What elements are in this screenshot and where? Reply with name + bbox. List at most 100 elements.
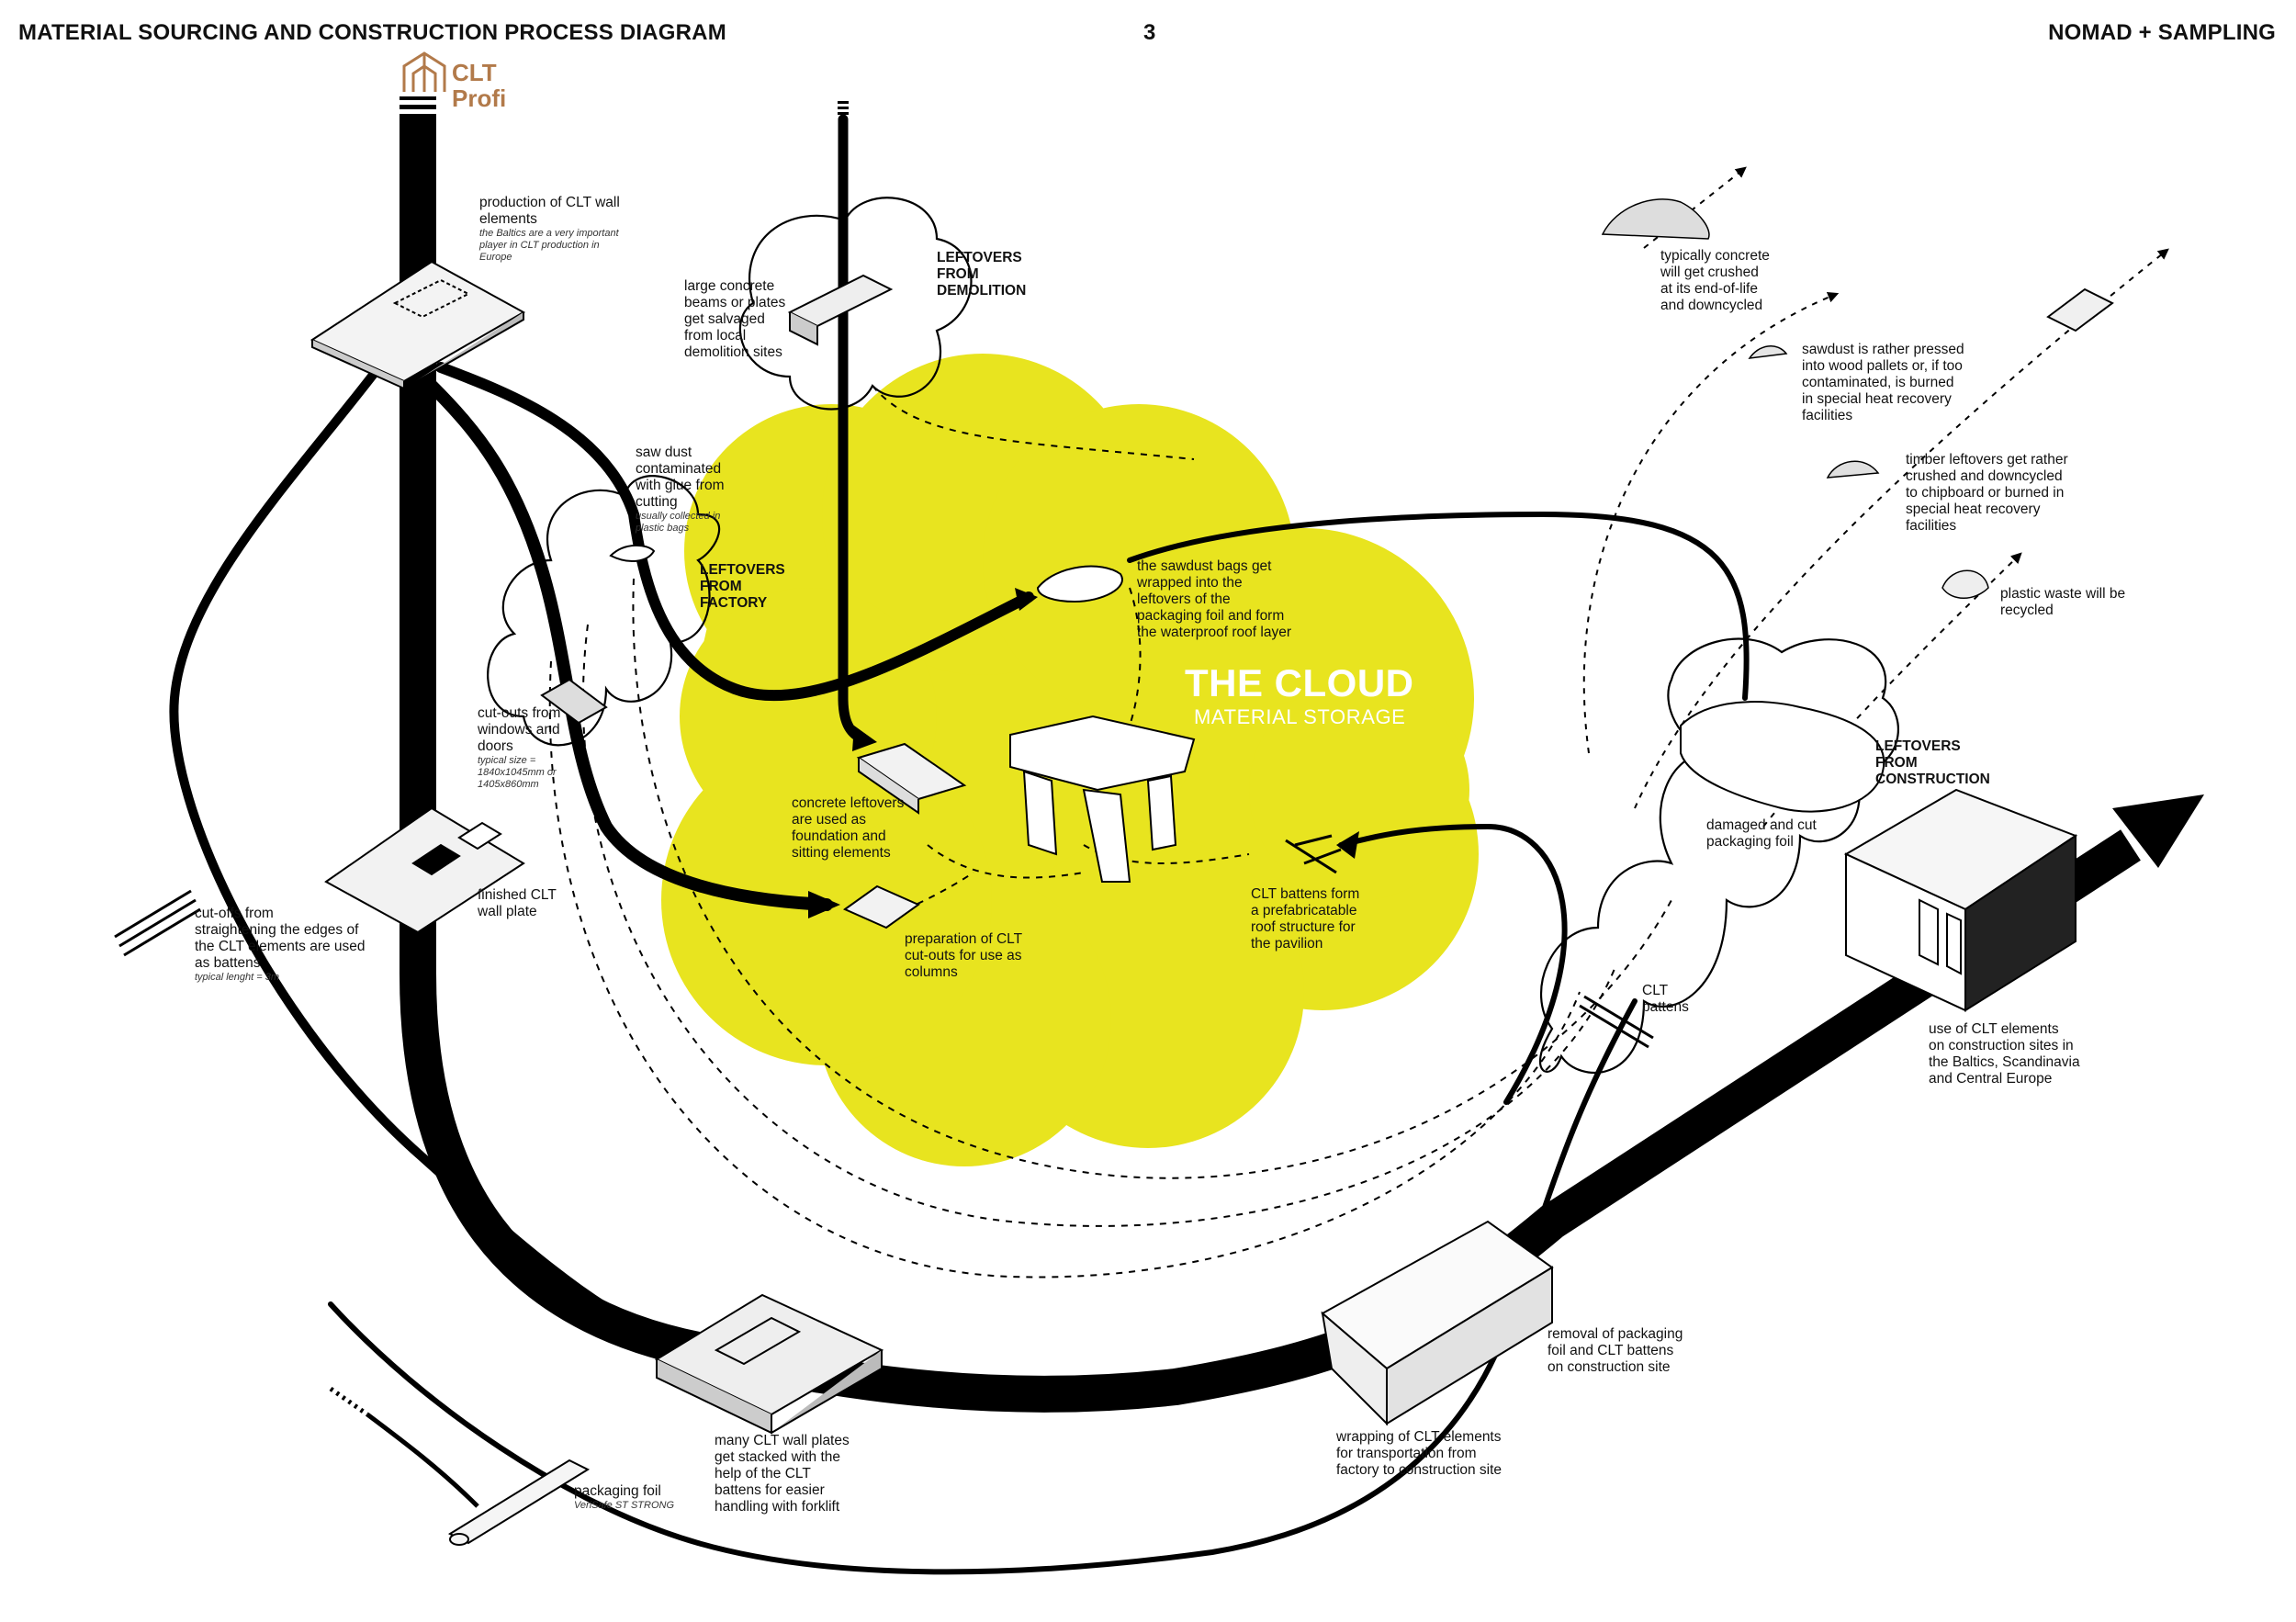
concrete-beam-icon bbox=[787, 274, 894, 346]
note-line: the waterproof roof layer bbox=[1137, 625, 1292, 640]
concrete-leftovers-icon bbox=[856, 742, 967, 815]
note-wrapping: wrapping of CLT elements for transportat… bbox=[1336, 1429, 1502, 1479]
note-removal: removal of packaging foil and CLT batten… bbox=[1548, 1326, 1683, 1376]
note-line: the Baltics, Scandinavia bbox=[1929, 1054, 2080, 1070]
note-line: packaging foil bbox=[574, 1483, 661, 1499]
note-line: CLT bbox=[1642, 983, 1669, 998]
note-sawdust: saw dust contaminated with glue from cut… bbox=[636, 445, 724, 535]
note-sub: Europe bbox=[479, 252, 512, 263]
note-line: saw dust bbox=[636, 445, 692, 460]
note-line: contaminated bbox=[636, 461, 722, 477]
page-title: MATERIAL SOURCING AND CONSTRUCTION PROCE… bbox=[18, 20, 726, 45]
note-line: contaminated, is burned bbox=[1802, 375, 1954, 390]
note-line: a prefabricatable bbox=[1251, 903, 1357, 918]
note-production: production of CLT wall elements the Balt… bbox=[479, 195, 620, 264]
note-battens-roof: CLT battens form a prefabricatable roof … bbox=[1251, 886, 1359, 952]
note-line: battens bbox=[1642, 999, 1689, 1015]
sawdust-bags-icon bbox=[1036, 565, 1123, 603]
clt-house-icon bbox=[1843, 788, 2078, 1012]
note-line: battens for easier bbox=[715, 1482, 825, 1498]
note-sub: 1840x1045mm or bbox=[478, 767, 557, 778]
note-line: removal of packaging bbox=[1548, 1326, 1683, 1342]
note-line: packaging foil and form bbox=[1137, 608, 1285, 624]
timber-pile-icon bbox=[1826, 460, 1880, 479]
note-use-sites: use of CLT elements on construction site… bbox=[1929, 1021, 2080, 1087]
note-finished-plate: finished CLT wall plate bbox=[478, 887, 557, 920]
roof-battens-icon bbox=[1285, 834, 1342, 874]
cutout-columns-icon bbox=[842, 884, 921, 929]
note-sawdust-pressed: sawdust is rather pressed into wood pall… bbox=[1802, 342, 1964, 424]
note-line: leftovers of the bbox=[1137, 591, 1231, 607]
label-leftovers-factory: LEFTOVERS FROM FACTORY bbox=[700, 562, 785, 612]
note-line: are used as bbox=[792, 812, 866, 828]
label-line: LEFTOVERS bbox=[1875, 738, 1961, 754]
note-line: doors bbox=[478, 738, 513, 754]
note-concrete-crushed: typically concrete will get crushed at i… bbox=[1660, 248, 1770, 314]
label-leftovers-construction: LEFTOVERS FROM CONSTRUCTION bbox=[1875, 738, 1990, 788]
note-line: large concrete bbox=[684, 278, 775, 294]
note-line: many CLT wall plates bbox=[715, 1433, 850, 1448]
construction-battens-icon bbox=[1579, 995, 1654, 1049]
note-plastic: plastic waste will be recycled bbox=[2000, 586, 2125, 619]
sawdust-pile-icon bbox=[1748, 345, 1788, 359]
note-line: at its end-of-life bbox=[1660, 281, 1758, 297]
note-line: special heat recovery bbox=[1906, 501, 2041, 517]
logo-line2: Profi bbox=[452, 84, 507, 112]
note-line: get salvaged bbox=[684, 311, 765, 327]
note-line: and downcycled bbox=[1660, 298, 1763, 313]
main-band-stripes bbox=[400, 96, 436, 119]
note-line: cutting bbox=[636, 494, 678, 510]
note-line: the pavilion bbox=[1251, 936, 1323, 952]
note-line: wrapping of CLT elements bbox=[1336, 1429, 1502, 1445]
main-flow-arrowhead bbox=[2112, 794, 2204, 868]
sawdust-bag-icon bbox=[609, 544, 656, 562]
cloud-subtitle: MATERIAL STORAGE bbox=[1194, 705, 1406, 728]
damaged-foil-icon bbox=[1680, 701, 1885, 813]
note-line: wall plate bbox=[478, 904, 537, 919]
note-line: columns bbox=[905, 964, 958, 980]
note-line: wrapped into the bbox=[1137, 575, 1243, 591]
note-line: the sawdust bags get bbox=[1137, 558, 1272, 574]
note-line: cut-outs for use as bbox=[905, 948, 1022, 963]
demolition-line-stripes bbox=[838, 101, 849, 115]
note-line: will get crushed bbox=[1660, 265, 1759, 280]
note-line: sawdust is rather pressed bbox=[1802, 342, 1964, 357]
cutoff-battens-icon bbox=[114, 889, 201, 957]
note-sub: typical size = bbox=[478, 755, 536, 766]
label-leftovers-demolition: LEFTOVERS FROM DEMOLITION bbox=[937, 250, 1026, 299]
note-line: straightening the edges of bbox=[195, 922, 359, 938]
note-line: finished CLT bbox=[478, 887, 557, 903]
note-sub: 1405x860mm bbox=[478, 779, 539, 790]
cloud-title: THE CLOUD bbox=[1185, 661, 1414, 704]
note-timber-leftovers: timber leftovers get rather crushed and … bbox=[1906, 452, 2068, 535]
note-line: facilities bbox=[1802, 408, 1853, 423]
note-line: help of the CLT bbox=[715, 1466, 811, 1481]
note-line: foil and CLT battens bbox=[1548, 1343, 1674, 1358]
note-line: typically concrete bbox=[1660, 248, 1770, 264]
note-line: and Central Europe bbox=[1929, 1071, 2053, 1087]
factory-cloud bbox=[487, 475, 721, 747]
note-stacked: many CLT wall plates get stacked with th… bbox=[715, 1433, 850, 1515]
finished-wall-plate-icon bbox=[324, 806, 525, 934]
note-line: cut-outs from bbox=[478, 705, 561, 721]
label-line: LEFTOVERS bbox=[937, 250, 1022, 265]
packaging-foil-icon bbox=[447, 1459, 591, 1546]
note-sub: usually collected in bbox=[636, 511, 721, 522]
note-cutouts: cut-outs from windows and doors typical … bbox=[478, 705, 560, 791]
note-line: from local bbox=[684, 328, 747, 344]
note-line: CLT battens form bbox=[1251, 886, 1360, 902]
note-cutoffs: cut-offs from straightening the edges of… bbox=[195, 906, 366, 984]
logo-line1: CLT bbox=[452, 59, 497, 86]
note-line: roof structure for bbox=[1251, 919, 1356, 935]
note-sub: plastic bags bbox=[636, 523, 690, 534]
note-line: as battens bbox=[195, 955, 261, 971]
label-line: DEMOLITION bbox=[937, 283, 1027, 298]
note-clt-battens: CLT battens bbox=[1642, 983, 1689, 1016]
note-line: packaging foil bbox=[1706, 834, 1794, 850]
note-damaged-foil: damaged and cut packaging foil bbox=[1706, 817, 1817, 850]
note-sub: player in CLT production in bbox=[479, 240, 600, 251]
note-line: to chipboard or burned in bbox=[1906, 485, 2065, 501]
note-line: for transportation from bbox=[1336, 1446, 1477, 1461]
note-line: windows and bbox=[478, 722, 560, 738]
note-line: on construction site bbox=[1548, 1359, 1671, 1375]
